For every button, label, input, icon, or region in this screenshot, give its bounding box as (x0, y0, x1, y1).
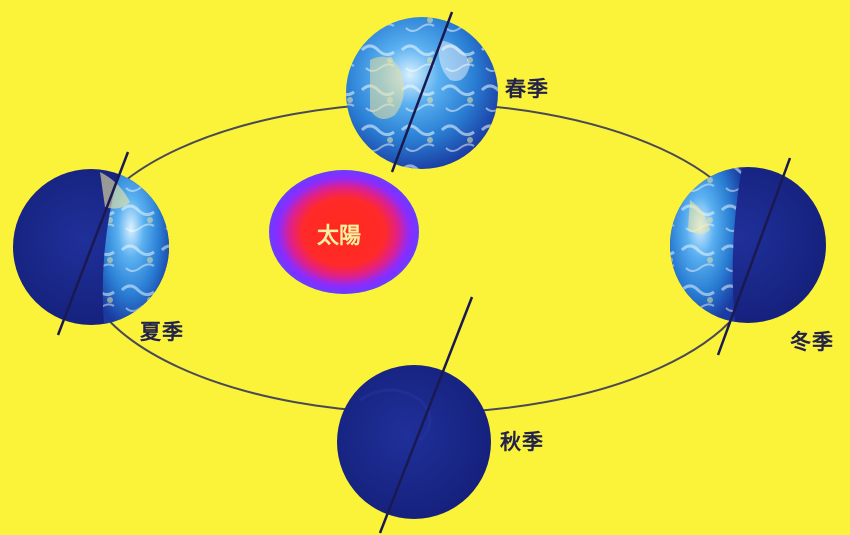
sun (269, 170, 419, 294)
axis-summer (56, 151, 130, 336)
earth-autumn (337, 296, 491, 534)
axis-autumn (378, 296, 474, 534)
axis-spring (390, 11, 454, 173)
axis-winter (716, 157, 792, 356)
earth-summer (13, 151, 169, 336)
sun-label: 太陽 (317, 224, 362, 249)
season-label-summer: 夏季 (140, 320, 184, 344)
season-label-autumn: 秋季 (500, 430, 544, 454)
season-label-winter: 冬季 (790, 330, 834, 354)
season-label-spring: 春季 (505, 77, 549, 101)
earth-spring (346, 11, 498, 173)
earth-winter (670, 157, 826, 356)
